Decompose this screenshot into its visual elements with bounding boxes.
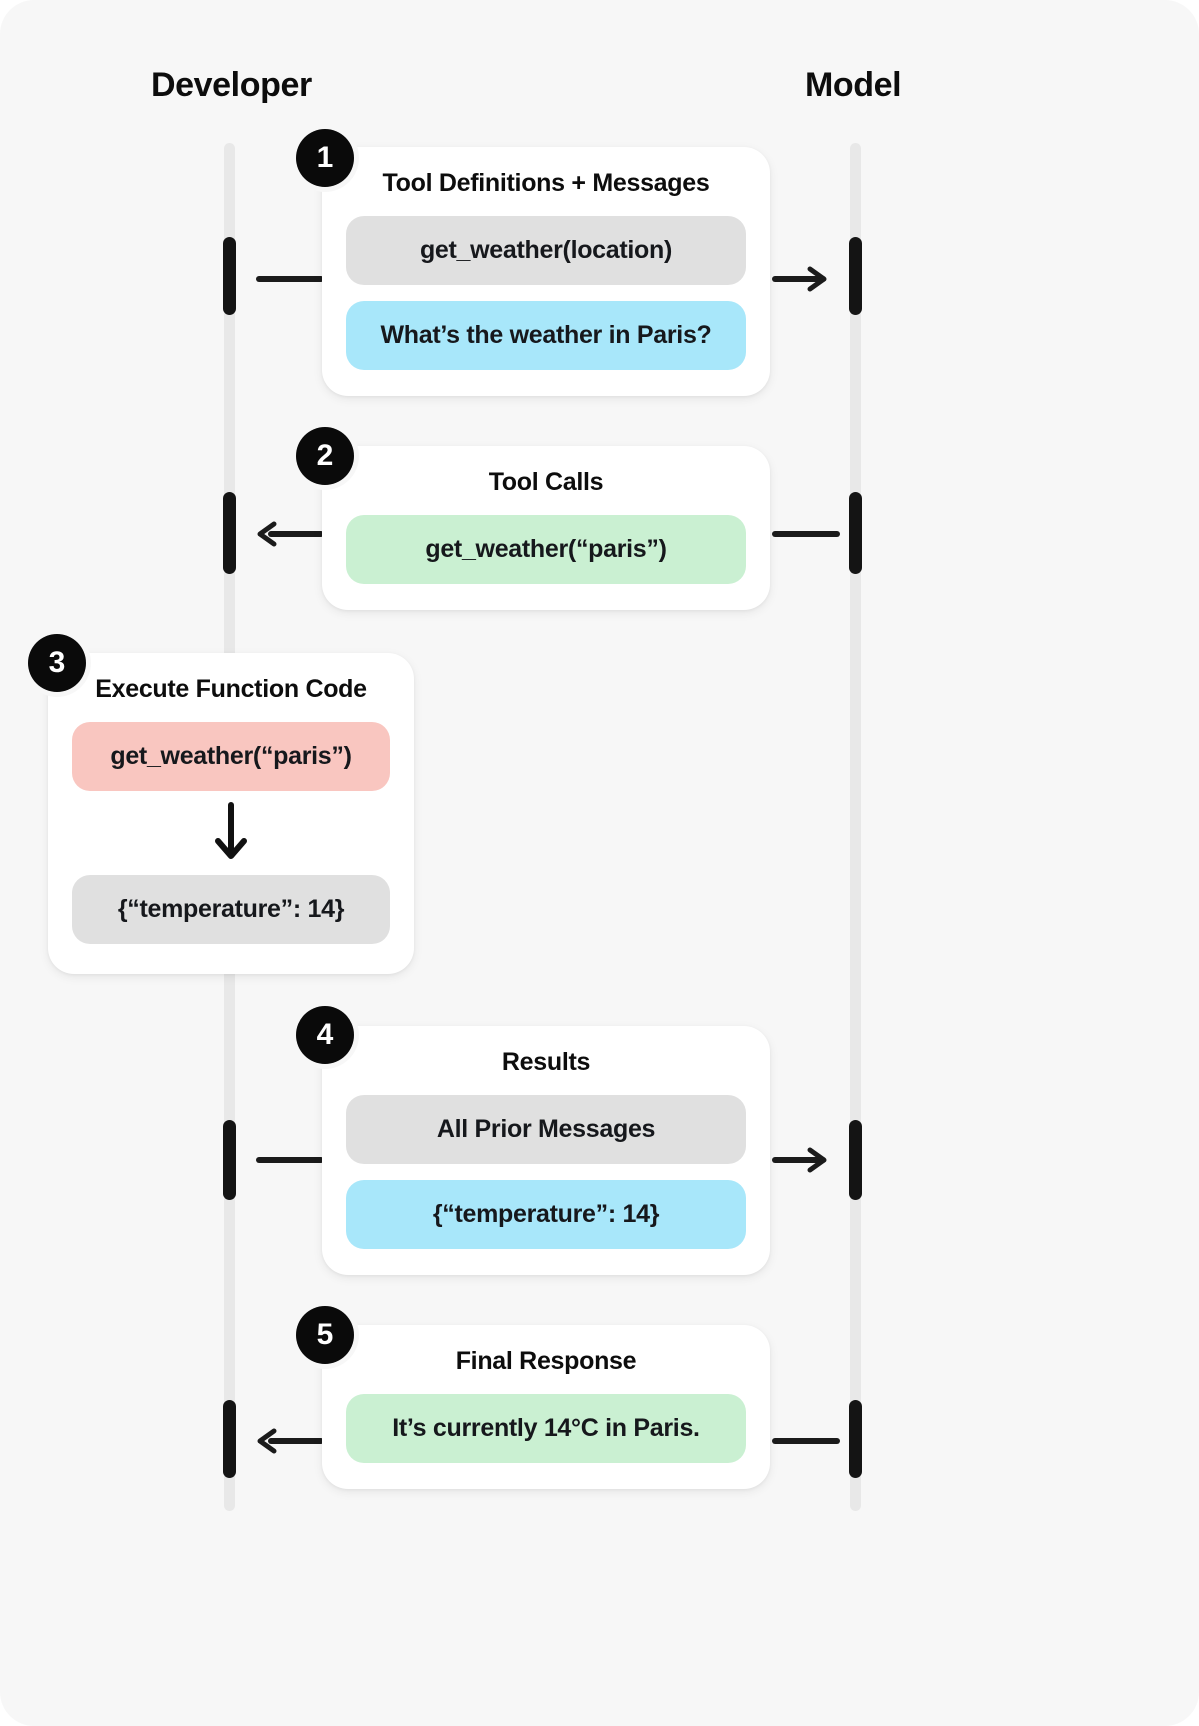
step-badge-1: 1 [296, 129, 354, 187]
step-card-5-title: Final Response [455, 1347, 637, 1375]
column-header-model: Model [805, 66, 902, 104]
step-badge-4: 4 [296, 1006, 354, 1064]
connector-step1-left [256, 276, 324, 282]
step-card-1-item-0: get_weather(location) [346, 216, 746, 285]
activation-developer-step5 [223, 1400, 236, 1478]
connector-step2-left [268, 531, 324, 537]
step-card-3-item-0: get_weather(“paris”) [72, 722, 390, 791]
connector-step2-right [772, 531, 840, 537]
step-card-4[interactable]: Results All Prior Messages {“temperature… [322, 1026, 770, 1275]
step-card-3[interactable]: Execute Function Code get_weather(“paris… [48, 653, 414, 974]
step-card-4-title: Results [501, 1048, 591, 1076]
step-badge-2: 2 [296, 427, 354, 485]
step-card-5[interactable]: Final Response It’s currently 14°C in Pa… [322, 1325, 770, 1489]
arrowhead-step2-left [250, 520, 278, 548]
step-card-5-item-0: It’s currently 14°C in Paris. [346, 1394, 746, 1463]
activation-developer-step1 [223, 237, 236, 315]
activation-model-step1 [849, 237, 862, 315]
step-card-4-item-1: {“temperature”: 14} [346, 1180, 746, 1249]
step-card-4-item-0: All Prior Messages [346, 1095, 746, 1164]
activation-developer-step4 [223, 1120, 236, 1200]
step-card-2-item-0: get_weather(“paris”) [346, 515, 746, 584]
step-badge-3: 3 [28, 634, 86, 692]
step-badge-5: 5 [296, 1306, 354, 1364]
arrowhead-step5-left [250, 1427, 278, 1455]
activation-developer-step2 [223, 492, 236, 574]
arrowhead-step1-right [806, 265, 834, 293]
activation-model-step2 [849, 492, 862, 574]
step-card-2-title: Tool Calls [488, 468, 604, 496]
connector-step4-left [256, 1157, 324, 1163]
connector-step1-right [772, 276, 826, 282]
activation-model-step4 [849, 1120, 862, 1200]
step-card-1-title: Tool Definitions + Messages [382, 169, 710, 197]
activation-model-step5 [849, 1400, 862, 1478]
connector-step5-left [268, 1438, 324, 1444]
step-card-2[interactable]: Tool Calls get_weather(“paris”) [322, 446, 770, 610]
lifeline-model [850, 143, 861, 1511]
connector-step5-right [772, 1438, 840, 1444]
arrowhead-step4-right [806, 1146, 834, 1174]
down-arrow-icon [72, 801, 390, 863]
step-card-1[interactable]: Tool Definitions + Messages get_weather(… [322, 147, 770, 396]
step-card-1-item-1: What’s the weather in Paris? [346, 301, 746, 370]
column-header-developer: Developer [151, 66, 312, 104]
step-card-3-title: Execute Function Code [95, 675, 367, 703]
step-card-3-item-1: {“temperature”: 14} [72, 875, 390, 944]
connector-step4-right [772, 1157, 826, 1163]
